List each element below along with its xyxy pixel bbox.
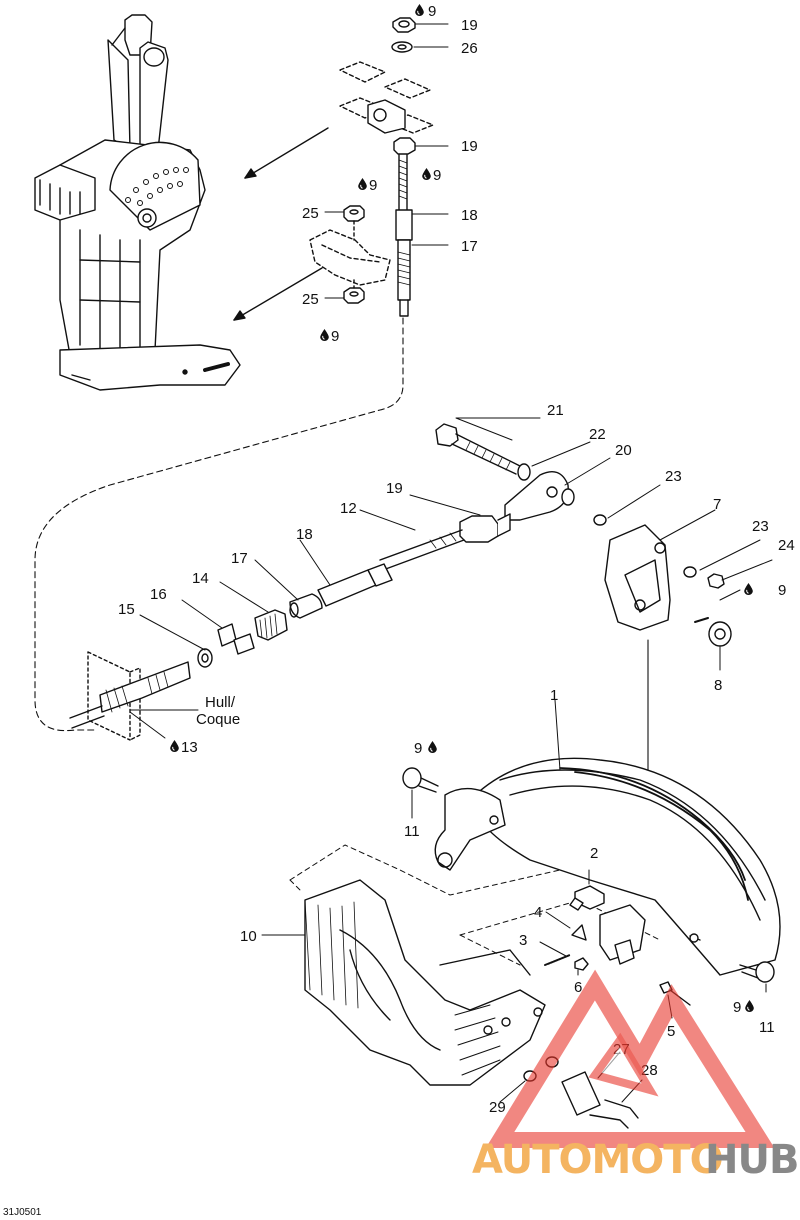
- drop-icon: [745, 1000, 754, 1012]
- drop-icon: [320, 329, 329, 341]
- callout-17: 17: [461, 238, 478, 255]
- callout-9: 9: [433, 167, 441, 184]
- drop-icon: [422, 168, 431, 180]
- watermark-text-auto: AUTOMOTO: [472, 1137, 723, 1183]
- callout-16: 16: [150, 586, 167, 603]
- callout-5: 5: [667, 1023, 675, 1040]
- callout-2: 2: [590, 845, 598, 862]
- callout-24: 24: [778, 537, 795, 554]
- callout-25: 25: [302, 205, 319, 222]
- control-lever-assembly: [34, 14, 241, 391]
- callout-9: 9: [733, 999, 741, 1016]
- callout-9: 9: [778, 582, 786, 599]
- callout-15: 15: [118, 601, 135, 618]
- callout-18: 18: [461, 207, 478, 224]
- callout-14: 14: [192, 570, 209, 587]
- callout-9: 9: [414, 740, 422, 757]
- callout-13: 13: [181, 739, 198, 756]
- callout-1: 1: [550, 687, 558, 704]
- callout-9: 9: [428, 3, 436, 20]
- callout-26: 26: [461, 40, 478, 57]
- callout-11: 11: [404, 823, 420, 840]
- callout-19: 19: [461, 138, 478, 155]
- callout-22: 22: [589, 426, 606, 443]
- figure-code: 31J0501: [3, 1207, 42, 1218]
- callout-18: 18: [296, 526, 313, 543]
- callout-labels: 9 19 26 19 9 9 25 18 17 25 9 21 22 20 23…: [118, 3, 795, 1116]
- assembly-arrow: [233, 127, 329, 321]
- callout-3: 3: [519, 932, 527, 949]
- upper-cable-end-hardware: [309, 17, 434, 317]
- callout-9: 9: [369, 177, 377, 194]
- callout-4: 4: [534, 904, 542, 921]
- callout-8: 8: [714, 677, 722, 694]
- nozzle-cover: [402, 757, 781, 983]
- cable-routing-path: [34, 317, 404, 732]
- cable-assembly: [69, 423, 575, 741]
- hull-label: Hull/: [205, 694, 236, 711]
- bracket-assembly: [593, 514, 732, 886]
- drop-icon: [428, 741, 437, 753]
- callout-20: 20: [615, 442, 632, 459]
- callout-7: 7: [713, 496, 721, 513]
- callout-12: 12: [340, 500, 357, 517]
- callout-29: 29: [489, 1099, 506, 1116]
- drop-icon: [170, 740, 179, 752]
- callout-19: 19: [386, 480, 403, 497]
- watermark-text-hub: HUB: [705, 1137, 798, 1183]
- callout-10: 10: [240, 928, 257, 945]
- callout-25: 25: [302, 291, 319, 308]
- callout-23: 23: [752, 518, 769, 535]
- callout-11: 11: [759, 1019, 775, 1036]
- callout-19: 19: [461, 17, 478, 34]
- callout-21: 21: [547, 402, 564, 419]
- pump-housing: [304, 879, 691, 1129]
- callout-9: 9: [331, 328, 339, 345]
- callout-17: 17: [231, 550, 248, 567]
- coque-label: Coque: [196, 711, 240, 728]
- callout-6: 6: [574, 979, 582, 996]
- watermark-logo: AUTOMOTO HUB: [472, 969, 799, 1183]
- drop-icon: [358, 178, 367, 190]
- drop-icon: [415, 4, 424, 16]
- callout-23: 23: [665, 468, 682, 485]
- drop-icon: [744, 583, 753, 595]
